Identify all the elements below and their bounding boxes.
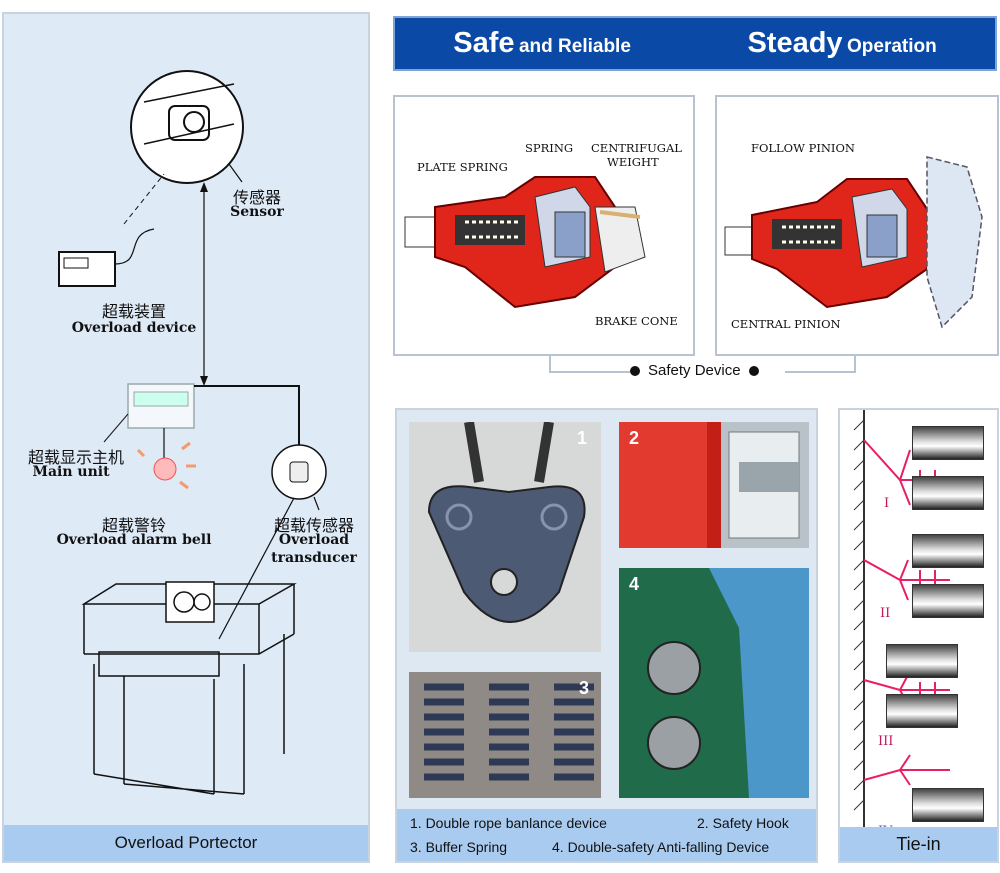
transducer-label-en-1: Overload <box>278 532 350 548</box>
photo-num-1: 1 <box>576 428 587 448</box>
mast-section <box>912 476 984 510</box>
caption-2: 2. Safety Hook <box>697 815 789 831</box>
tiein-label-2: II <box>880 606 891 621</box>
safety-device-right: FOLLOW PINION CENTRAL PINION <box>715 95 999 356</box>
overload-device-icon <box>58 228 155 287</box>
label-follow-pinion: FOLLOW PINION <box>751 141 855 155</box>
bullet-right <box>748 365 759 376</box>
photos-footer: 1. Double rope banlance device 2. Safety… <box>397 809 816 861</box>
safety-device-left: PLATE SPRING SPRING CENTRIFUGAL WEIGHT B… <box>393 95 695 356</box>
safety-photos-panel: 1 2 3 4 1. Double rope banlanc <box>395 408 818 863</box>
tiein-label-3: III <box>878 734 894 749</box>
caption-1: 1. Double rope banlance device <box>410 815 607 831</box>
photo-safety-hook: 2 <box>619 422 809 548</box>
bell-label-en: Overload alarm bell <box>56 532 212 548</box>
bell-label-cn: 超载警铃 <box>101 516 166 535</box>
caption-3: 3. Buffer Spring <box>410 839 508 855</box>
overload-diagram <box>58 70 327 795</box>
main-unit-label-cn: 超载显示主机 <box>27 448 124 467</box>
alarm-bell-icon <box>136 441 196 490</box>
bullet-left <box>630 365 640 376</box>
device-label-en: Overload device <box>71 320 197 336</box>
mast-section <box>912 426 984 460</box>
tiein-footer: Tie-in <box>840 827 997 861</box>
main-unit-label-en: Main unit <box>32 464 110 480</box>
overload-footer: Overload Portector <box>4 825 368 861</box>
caption-4: 4. Double-safety Anti-falling Device <box>552 839 770 855</box>
safety-device-left-drawing <box>404 176 646 309</box>
mast-section <box>886 644 958 678</box>
sensor-label-cn: 传感器 <box>232 188 281 207</box>
photo-num-4: 4 <box>629 574 640 594</box>
photo-rope-balance: 1 <box>409 422 601 652</box>
label-centrifugal: CENTRIFUGAL <box>591 141 682 155</box>
safety-device-right-drawing <box>724 156 983 329</box>
sensor-label-en: Sensor <box>230 204 284 220</box>
safety-device-caption: Safety Device <box>630 362 759 379</box>
photo-buffer-spring: 3 <box>409 672 601 798</box>
mast-section <box>912 534 984 568</box>
photo-anti-falling: 4 <box>619 568 809 798</box>
label-plate-spring: PLATE SPRING <box>417 160 508 174</box>
machine-frame <box>81 581 297 795</box>
banner-safe: Safe and Reliable <box>453 27 631 59</box>
transducer-label-en-2: transducer <box>271 550 357 566</box>
tiein-label-1: I <box>884 496 890 511</box>
banner-steady: Steady Operation <box>747 27 937 59</box>
photo-num-3: 3 <box>578 678 589 698</box>
label-central-pinion: CENTRAL PINION <box>731 317 841 331</box>
label-spring: SPRING <box>525 141 574 155</box>
transducer-label-cn: 超载传感器 <box>273 516 354 535</box>
tiein-wall <box>853 410 950 830</box>
device-label-cn: 超载装置 <box>101 302 166 321</box>
label-brake-cone: BRAKE CONE <box>595 314 678 328</box>
main-unit-icon <box>127 383 195 429</box>
mast-section <box>886 694 958 728</box>
label-weight: WEIGHT <box>607 155 659 169</box>
mast-section <box>912 788 984 822</box>
header-banner: Safe and Reliable Steady Operation <box>393 16 997 71</box>
mast-section <box>912 584 984 618</box>
overload-panel: 传感器 Sensor 超载装置 Overload device 超载显示主机 M… <box>2 12 370 863</box>
photo-num-2: 2 <box>629 428 640 448</box>
tiein-panel: I II III IV Tie-in <box>838 408 999 863</box>
